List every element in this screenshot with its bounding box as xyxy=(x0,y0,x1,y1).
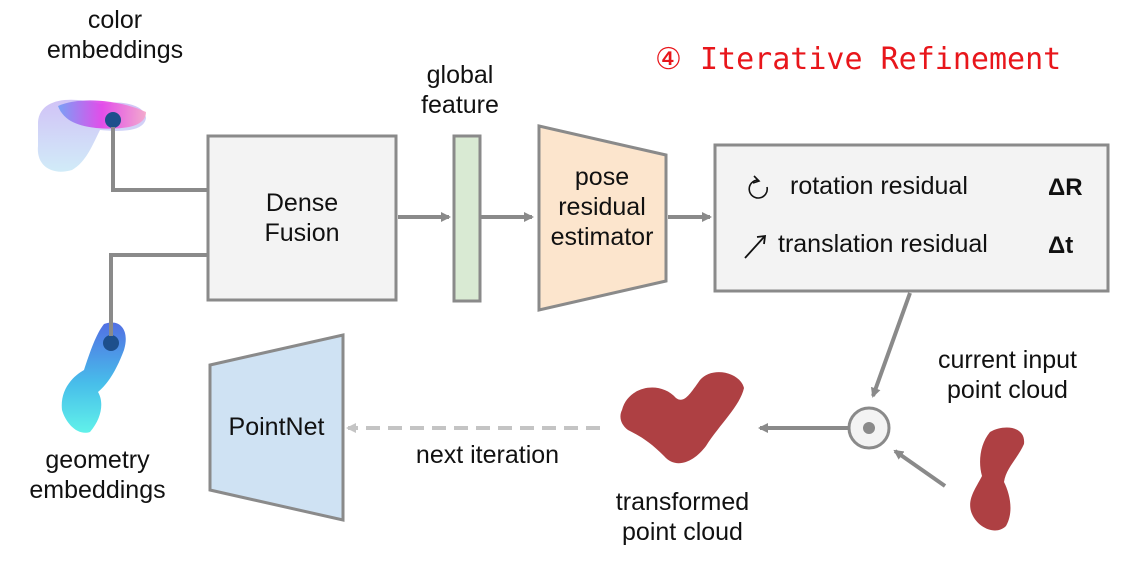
transformed-point-cloud-image xyxy=(620,372,744,464)
global-feature-label: global feature xyxy=(395,60,525,120)
dense-fusion-block xyxy=(206,134,398,302)
rotation-icon xyxy=(748,175,769,199)
label-line: color xyxy=(87,6,143,34)
rotation-symbol: ΔR xyxy=(1048,174,1083,201)
arrow-residuals-to-node xyxy=(870,292,912,398)
label-line: embeddings xyxy=(46,36,184,64)
current-point-cloud-image xyxy=(970,427,1025,531)
rotation-residual-label: rotation residual xyxy=(790,172,968,200)
label-line: point cloud xyxy=(947,376,1068,404)
composition-node xyxy=(847,406,891,450)
residual-box xyxy=(713,143,1110,293)
label-line: geometry xyxy=(45,446,150,474)
global-feature-bar xyxy=(452,134,482,303)
current-point-cloud-label: current input point cloud xyxy=(900,345,1115,405)
diagram-title: ④ Iterative Refinement xyxy=(655,42,1062,77)
pointnet-block xyxy=(208,333,345,522)
dense-fusion-label: Dense Fusion xyxy=(208,188,396,248)
pose-estimator-block xyxy=(537,124,668,312)
geometry-connector xyxy=(109,253,208,336)
pose-estimator-label: pose residual estimator xyxy=(530,162,674,252)
label-line: point cloud xyxy=(622,518,743,546)
translation-icon xyxy=(744,234,767,259)
label-line: global xyxy=(426,61,494,89)
translation-symbol: Δt xyxy=(1048,232,1074,259)
pointnet-label: PointNet xyxy=(228,413,325,441)
color-embedding-image xyxy=(37,99,146,172)
label-line: estimator xyxy=(550,223,654,251)
label-line: residual xyxy=(558,193,646,221)
color-embeddings-label: color embeddings xyxy=(20,5,210,65)
translation-residual-label: translation residual xyxy=(778,230,988,258)
label-line: Fusion xyxy=(264,219,340,247)
label-line: embeddings xyxy=(29,476,166,504)
label-line: feature xyxy=(421,91,499,119)
geometry-embeddings-label: geometry embeddings xyxy=(0,445,195,505)
label-line: transformed xyxy=(615,488,750,516)
label-line: Dense xyxy=(265,189,339,217)
next-iteration-label: next iteration xyxy=(415,441,560,469)
color-connector xyxy=(111,127,208,192)
label-line: pose xyxy=(574,163,630,191)
geometry-embedding-image xyxy=(61,322,126,433)
transformed-point-cloud-label: transformed point cloud xyxy=(575,487,790,547)
arrow-input-to-node xyxy=(893,449,947,488)
label-line: current input xyxy=(938,346,1077,374)
